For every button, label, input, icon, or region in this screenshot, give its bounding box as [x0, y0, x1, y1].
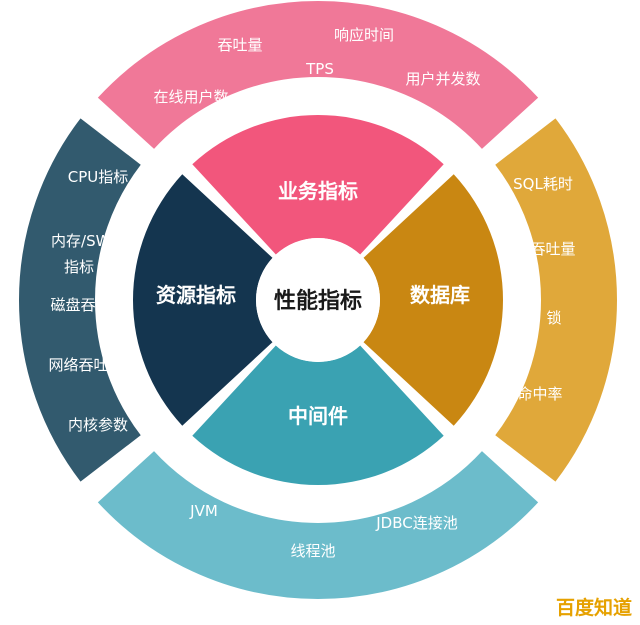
- inner-sector-resource: [132, 174, 273, 426]
- resource-item: 内核参数: [68, 416, 128, 434]
- resource-title: 资源指标: [156, 283, 236, 307]
- resource-item: 网络吞吐量: [48, 356, 123, 374]
- outer-ring-business: [95, 0, 541, 152]
- business-title: 业务指标: [278, 179, 358, 203]
- outer-ring-resource: [16, 115, 144, 485]
- business-item: 吞吐量: [217, 36, 262, 54]
- business-item: 用户并发数: [405, 70, 480, 88]
- inner-sector-database: [363, 174, 504, 426]
- middleware-item: JDBC连接池: [375, 514, 457, 532]
- database-item: 命中率: [517, 385, 562, 403]
- inner-sector-business: [192, 114, 444, 255]
- middleware-item: JVM: [189, 502, 218, 520]
- resource-item: 内存/SWAP: [51, 232, 129, 250]
- inner-sector-middleware: [192, 345, 444, 486]
- business-item: 响应时间: [334, 26, 394, 44]
- database-title: 数据库: [410, 283, 470, 307]
- outer-ring-database: [492, 115, 620, 485]
- center-title: 性能指标: [274, 288, 362, 314]
- resource-item: CPU指标: [68, 168, 129, 186]
- database-item: 锁: [546, 309, 561, 327]
- middleware-item: 线程池: [290, 542, 335, 560]
- database-item: 吞吐量: [530, 240, 575, 258]
- resource-item: 指标: [64, 258, 94, 276]
- center-circle: [256, 238, 380, 362]
- middleware-title: 中间件: [288, 404, 348, 428]
- outer-ring-middleware: [95, 448, 541, 601]
- resource-item: 磁盘吞吐量: [50, 296, 125, 314]
- business-item: TPS: [305, 60, 334, 78]
- business-item: 在线用户数: [153, 88, 228, 106]
- watermark-logo: 百度知道: [556, 596, 632, 619]
- database-item: SQL耗时: [513, 175, 573, 193]
